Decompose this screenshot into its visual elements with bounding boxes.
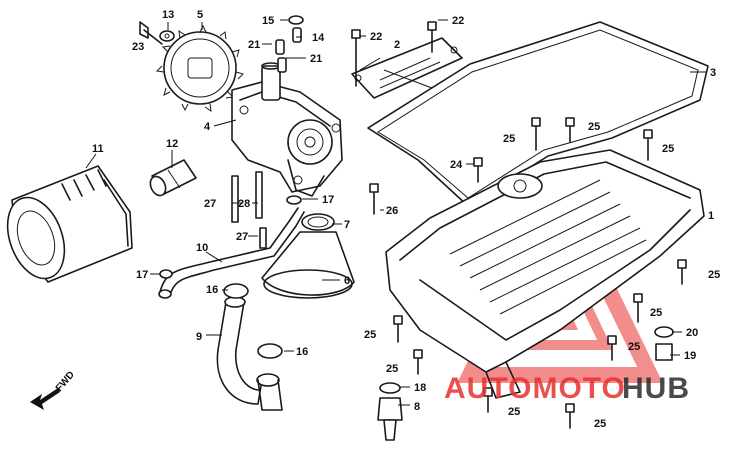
callout-17b: 17 bbox=[322, 194, 334, 206]
oil-filter bbox=[6, 165, 133, 283]
callout-25d: 25 bbox=[708, 269, 720, 281]
callout-27b: 27 bbox=[236, 231, 248, 243]
callout-14: 14 bbox=[312, 32, 325, 44]
callout-10: 10 bbox=[196, 242, 208, 254]
callout-16a: 16 bbox=[206, 284, 218, 296]
oil-pump bbox=[231, 62, 343, 197]
callout-27a: 27 bbox=[204, 198, 216, 210]
callout-26: 26 bbox=[386, 205, 398, 217]
callout-22b: 22 bbox=[370, 31, 382, 43]
callout-19: 19 bbox=[684, 350, 696, 362]
callout-24: 24 bbox=[450, 159, 463, 171]
watermark-text-secondary: HUB bbox=[622, 372, 690, 405]
callout-25f: 25 bbox=[364, 329, 376, 341]
oil-pressure-switch bbox=[377, 382, 403, 441]
callout-9: 9 bbox=[196, 331, 202, 343]
fwd-indicator: FWD bbox=[30, 369, 77, 410]
oil-hose bbox=[216, 283, 283, 411]
watermark-text: AUTOMOTO HUB bbox=[444, 372, 690, 405]
oil-pump-sprocket bbox=[139, 21, 244, 113]
callout-25c: 25 bbox=[662, 143, 674, 155]
oil-pan-gasket bbox=[367, 21, 709, 207]
callout-23: 23 bbox=[132, 41, 144, 53]
callout-15: 15 bbox=[262, 15, 274, 27]
callout-25a: 25 bbox=[503, 133, 515, 145]
dowel-pins bbox=[275, 15, 304, 73]
oil-pipe-10 bbox=[158, 207, 305, 299]
callout-5: 5 bbox=[197, 9, 203, 21]
callout-18: 18 bbox=[414, 382, 426, 394]
callout-21b: 21 bbox=[310, 53, 322, 65]
callout-25b: 25 bbox=[588, 121, 600, 133]
callout-8: 8 bbox=[414, 401, 420, 413]
callout-25h: 25 bbox=[628, 341, 640, 353]
callout-2: 2 bbox=[394, 39, 400, 51]
callout-28: 28 bbox=[238, 198, 250, 210]
callout-7: 7 bbox=[344, 219, 350, 231]
oil-pipe bbox=[149, 159, 197, 197]
oil-pan bbox=[385, 149, 705, 399]
callout-labels: 1 2 3 4 5 6 7 8 9 10 11 12 13 14 15 16 1… bbox=[92, 9, 720, 430]
baffle-plate bbox=[351, 37, 463, 99]
callout-16b: 16 bbox=[296, 346, 308, 358]
callout-21a: 21 bbox=[248, 39, 260, 51]
leader-lines bbox=[85, 19, 706, 406]
callout-3: 3 bbox=[710, 67, 716, 79]
bolts bbox=[159, 21, 687, 429]
callout-13: 13 bbox=[162, 9, 174, 21]
callout-6: 6 bbox=[344, 275, 350, 287]
callout-22a: 22 bbox=[452, 15, 464, 27]
callout-11: 11 bbox=[92, 143, 104, 155]
callout-17a: 17 bbox=[136, 269, 148, 281]
callout-4: 4 bbox=[204, 121, 211, 133]
callout-1: 1 bbox=[708, 210, 714, 222]
fwd-label: FWD bbox=[54, 369, 77, 394]
callout-25i: 25 bbox=[508, 406, 520, 418]
watermark-text-primary: AUTOMOTO bbox=[444, 372, 626, 405]
callout-25g: 25 bbox=[386, 363, 398, 375]
callout-25j: 25 bbox=[594, 418, 606, 430]
callout-20: 20 bbox=[686, 327, 698, 339]
callout-12: 12 bbox=[166, 138, 178, 150]
callout-25e: 25 bbox=[650, 307, 662, 319]
oil-strainer bbox=[261, 213, 355, 299]
